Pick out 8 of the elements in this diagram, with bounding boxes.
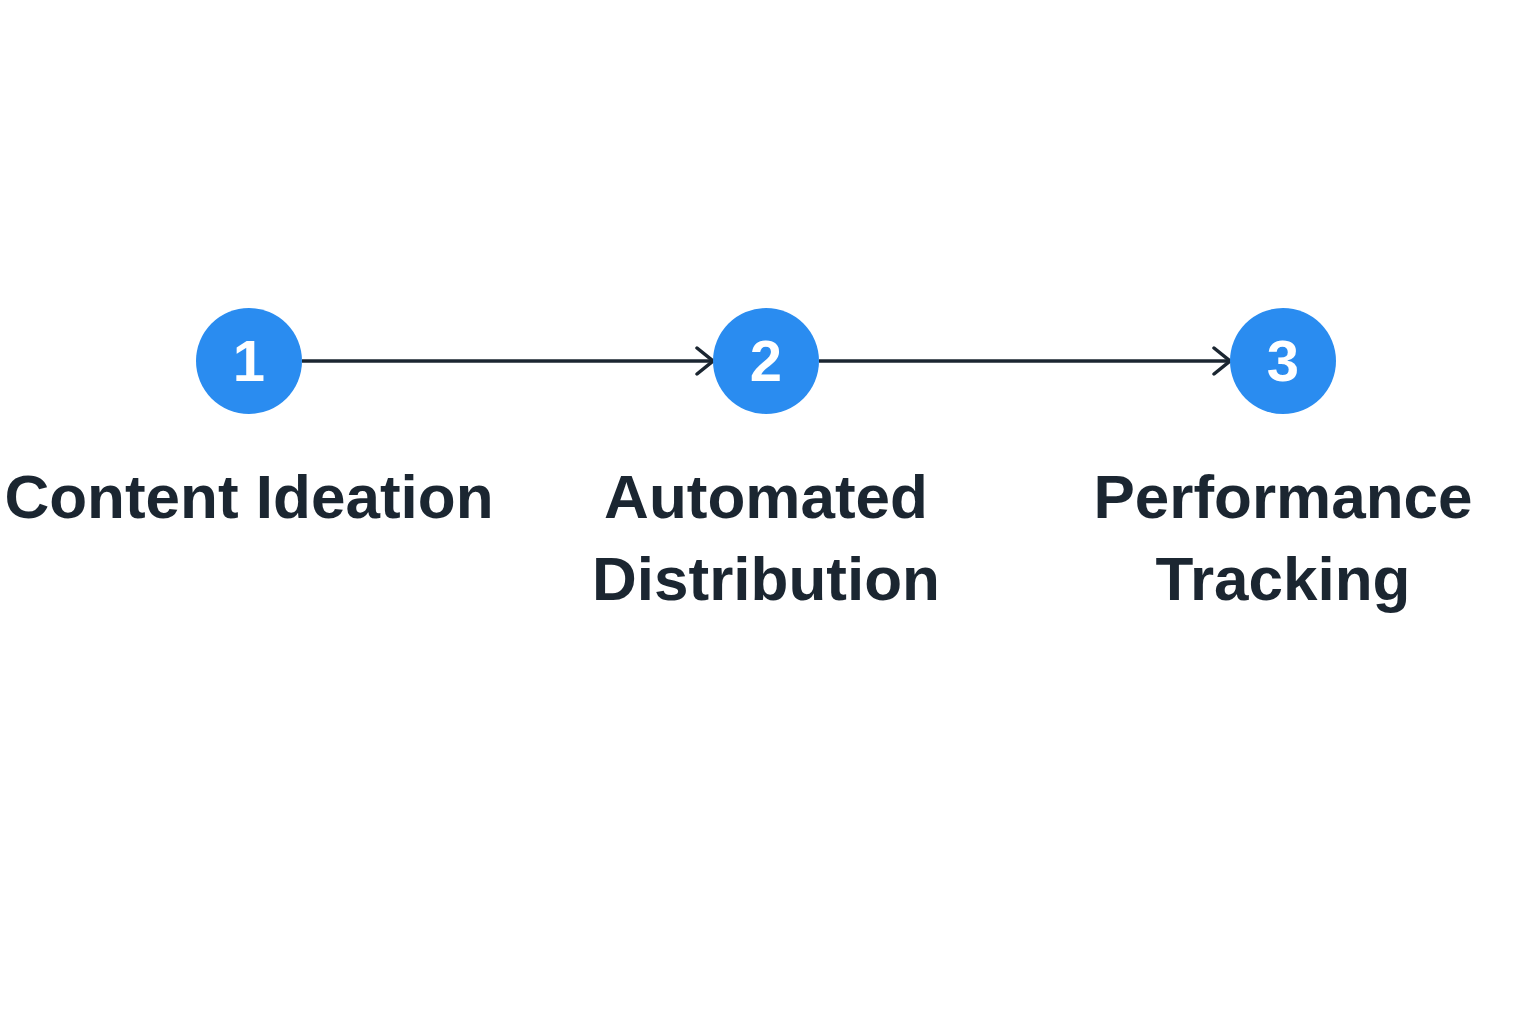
step-number: 1 bbox=[231, 327, 267, 395]
step-label: Performance Tracking bbox=[1092, 461, 1474, 615]
step-number: 3 bbox=[1265, 327, 1301, 395]
arrow bbox=[302, 346, 715, 376]
arrow bbox=[819, 346, 1232, 376]
step-number: 2 bbox=[748, 327, 784, 395]
step-label: Content Ideation bbox=[3, 461, 495, 533]
step-label: Automated Distribution bbox=[591, 461, 941, 615]
